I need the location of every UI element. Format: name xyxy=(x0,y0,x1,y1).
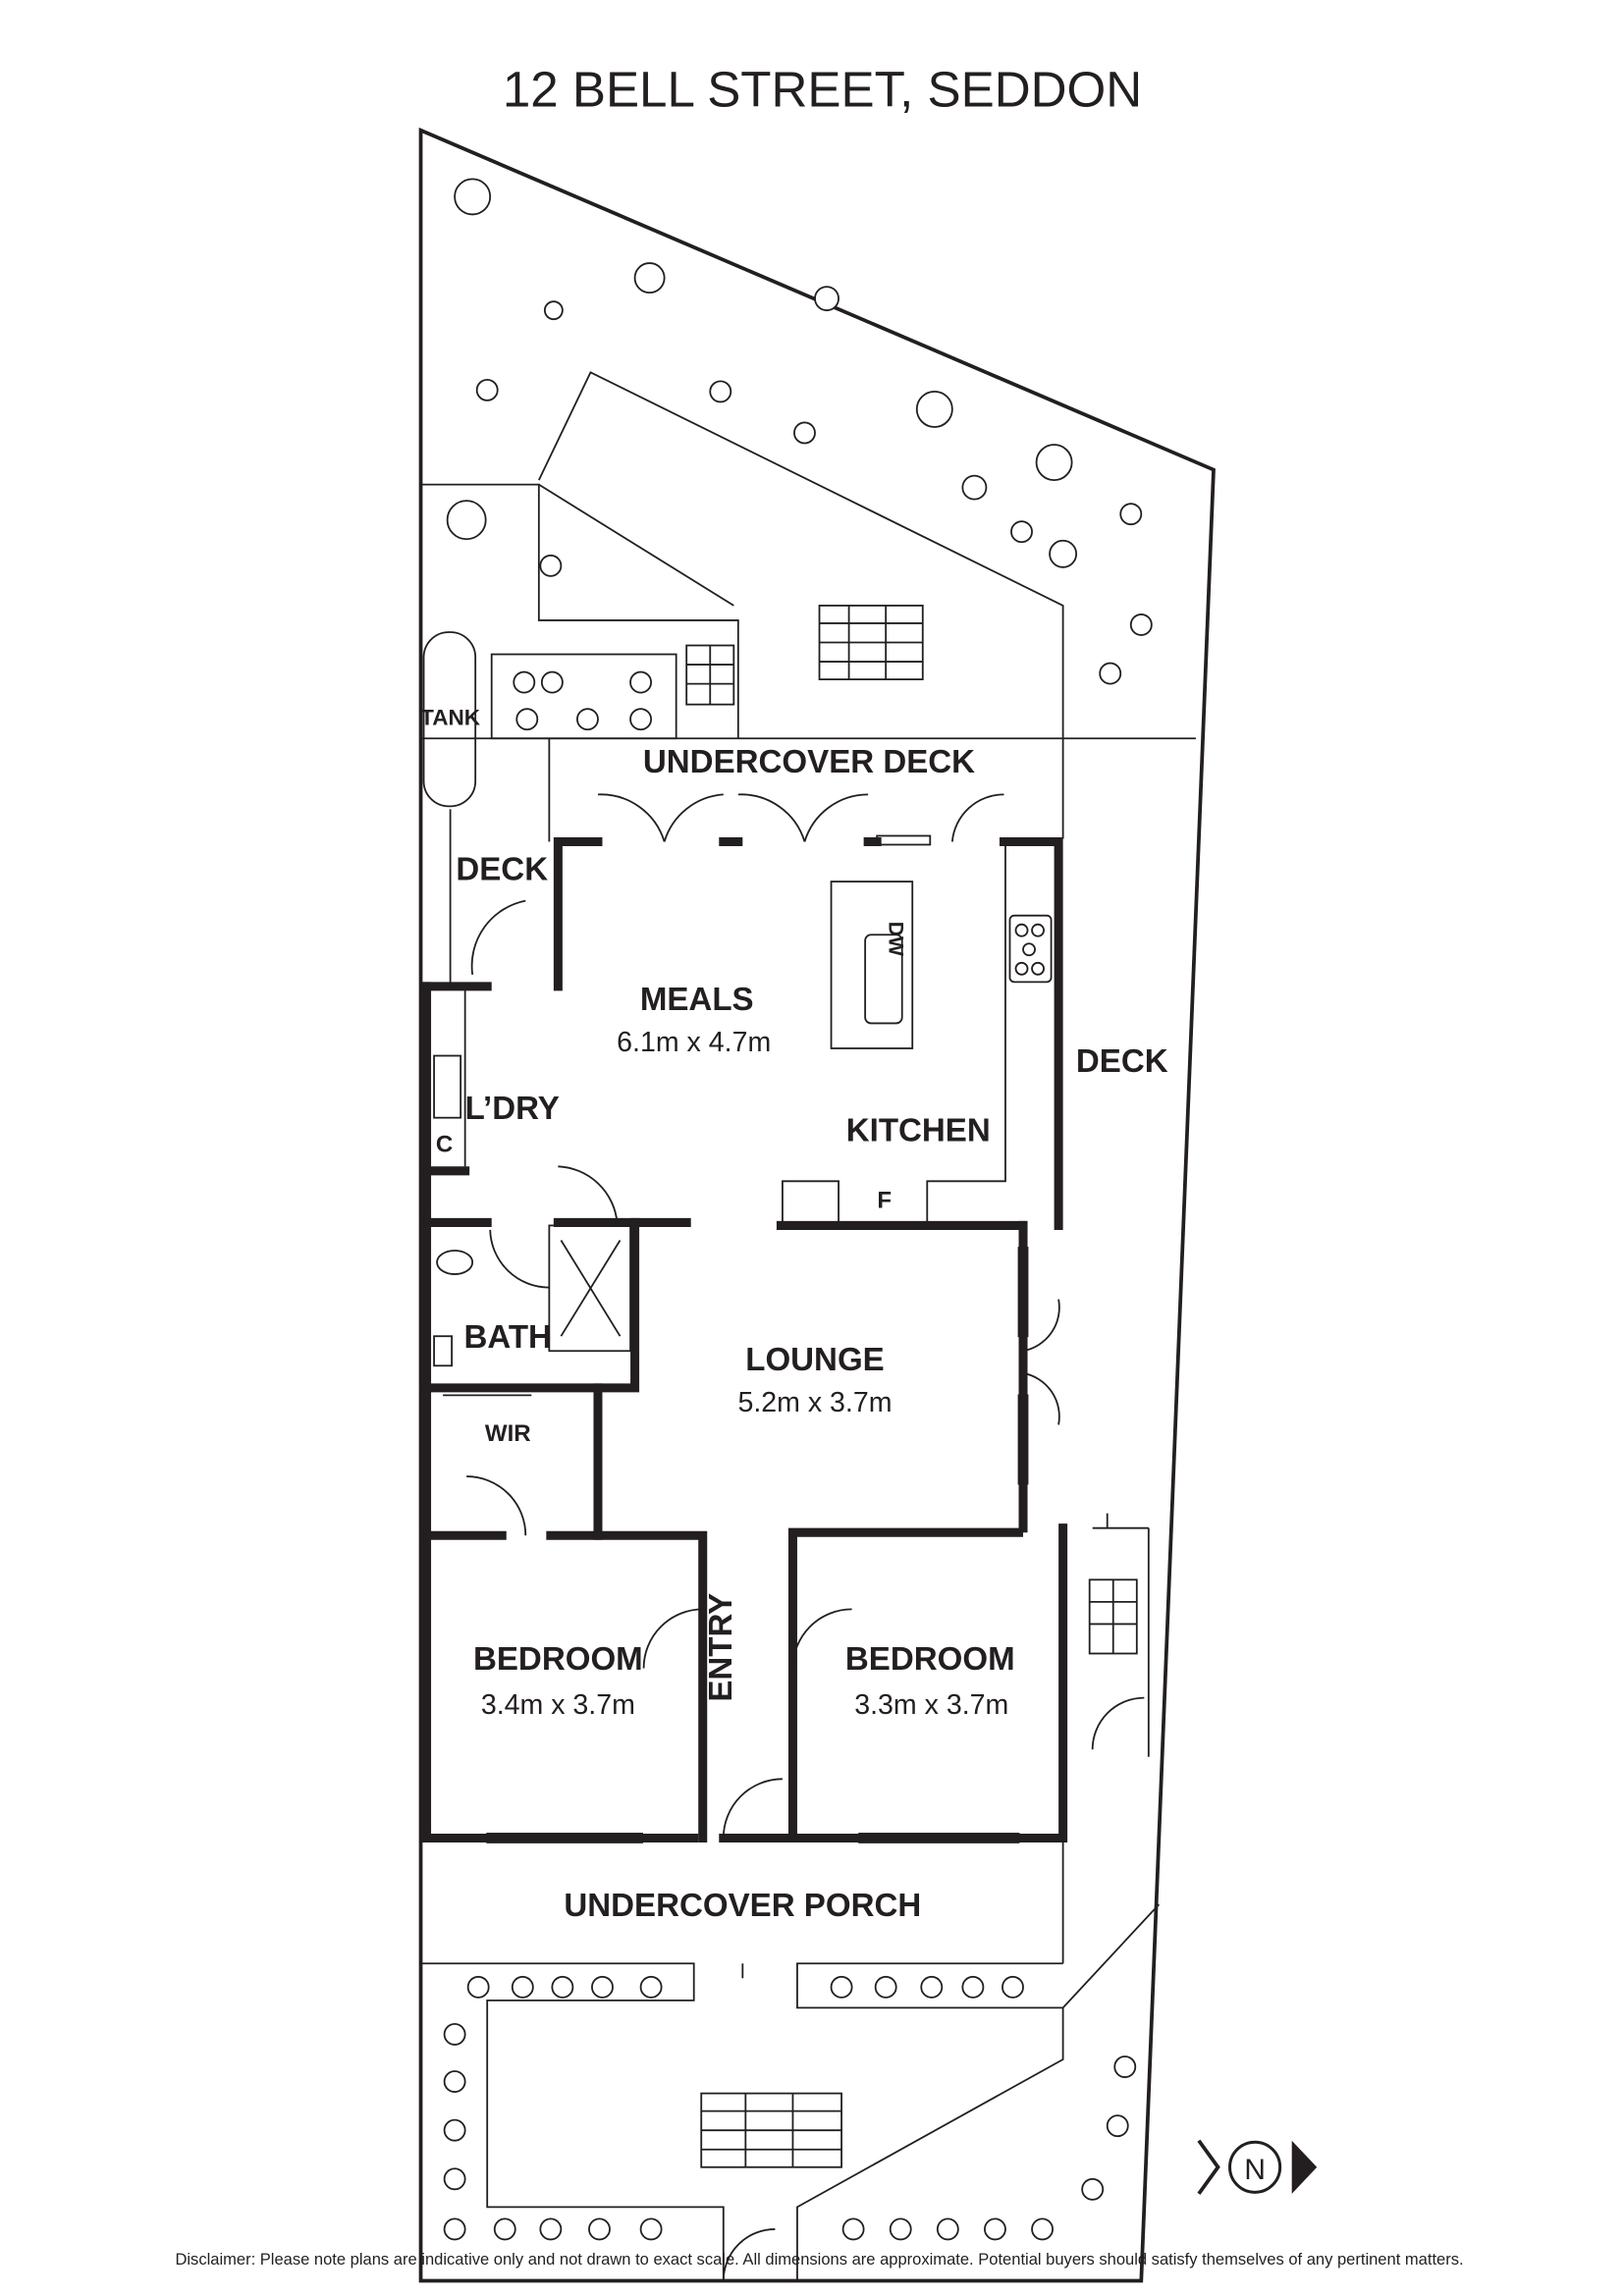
bedroom1-size: 3.4m x 3.7m xyxy=(481,1689,635,1721)
front-path xyxy=(796,2007,1064,2281)
paving-icon xyxy=(685,605,1138,2168)
wir-label: WIR xyxy=(485,1420,531,1447)
lounge-size: 5.2m x 3.7m xyxy=(737,1387,892,1418)
meals-label: MEALS xyxy=(640,982,754,1018)
deck-right-label: DECK xyxy=(1076,1043,1168,1080)
disclaimer: Disclaimer: Please note plans are indica… xyxy=(175,2250,1463,2269)
dishwasher-label: DW xyxy=(885,922,907,956)
tank-label: TANK xyxy=(420,706,481,730)
compass-label: N xyxy=(1244,2154,1266,2186)
north-compass-icon: N xyxy=(1197,2139,1318,2195)
fixtures xyxy=(433,738,1150,1979)
cupboard-label: C xyxy=(436,1131,453,1157)
shrubs xyxy=(443,178,1153,2241)
garden-bed xyxy=(490,653,677,740)
bedroom1-label: BEDROOM xyxy=(473,1641,643,1678)
fridge-label: F xyxy=(877,1187,892,1213)
front-path xyxy=(420,1962,725,2281)
site-boundary xyxy=(418,127,1216,2283)
bedroom2-label: BEDROOM xyxy=(845,1641,1015,1678)
garden-path xyxy=(538,483,734,607)
entry-label: ENTRY xyxy=(703,1593,739,1702)
walls xyxy=(422,836,1068,1842)
kitchen-label: KITCHEN xyxy=(846,1113,991,1149)
lounge-label: LOUNGE xyxy=(745,1342,885,1378)
laundry-label: L’DRY xyxy=(465,1091,560,1127)
water-tank xyxy=(422,631,477,808)
garden-path xyxy=(538,371,1064,739)
deck-left-label: DECK xyxy=(456,852,548,888)
undercover-deck-label: UNDERCOVER DECK xyxy=(643,744,975,780)
front-path xyxy=(796,1903,1161,2009)
bath-label: BATH xyxy=(464,1319,552,1356)
bedroom2-size: 3.3m x 3.7m xyxy=(854,1689,1008,1721)
garden-path xyxy=(420,483,739,739)
plan-title: 12 BELL STREET, SEDDON xyxy=(503,62,1142,118)
doors xyxy=(466,793,1145,2281)
meals-size: 6.1m x 4.7m xyxy=(617,1027,771,1058)
undercover-porch-label: UNDERCOVER PORCH xyxy=(564,1888,921,1924)
